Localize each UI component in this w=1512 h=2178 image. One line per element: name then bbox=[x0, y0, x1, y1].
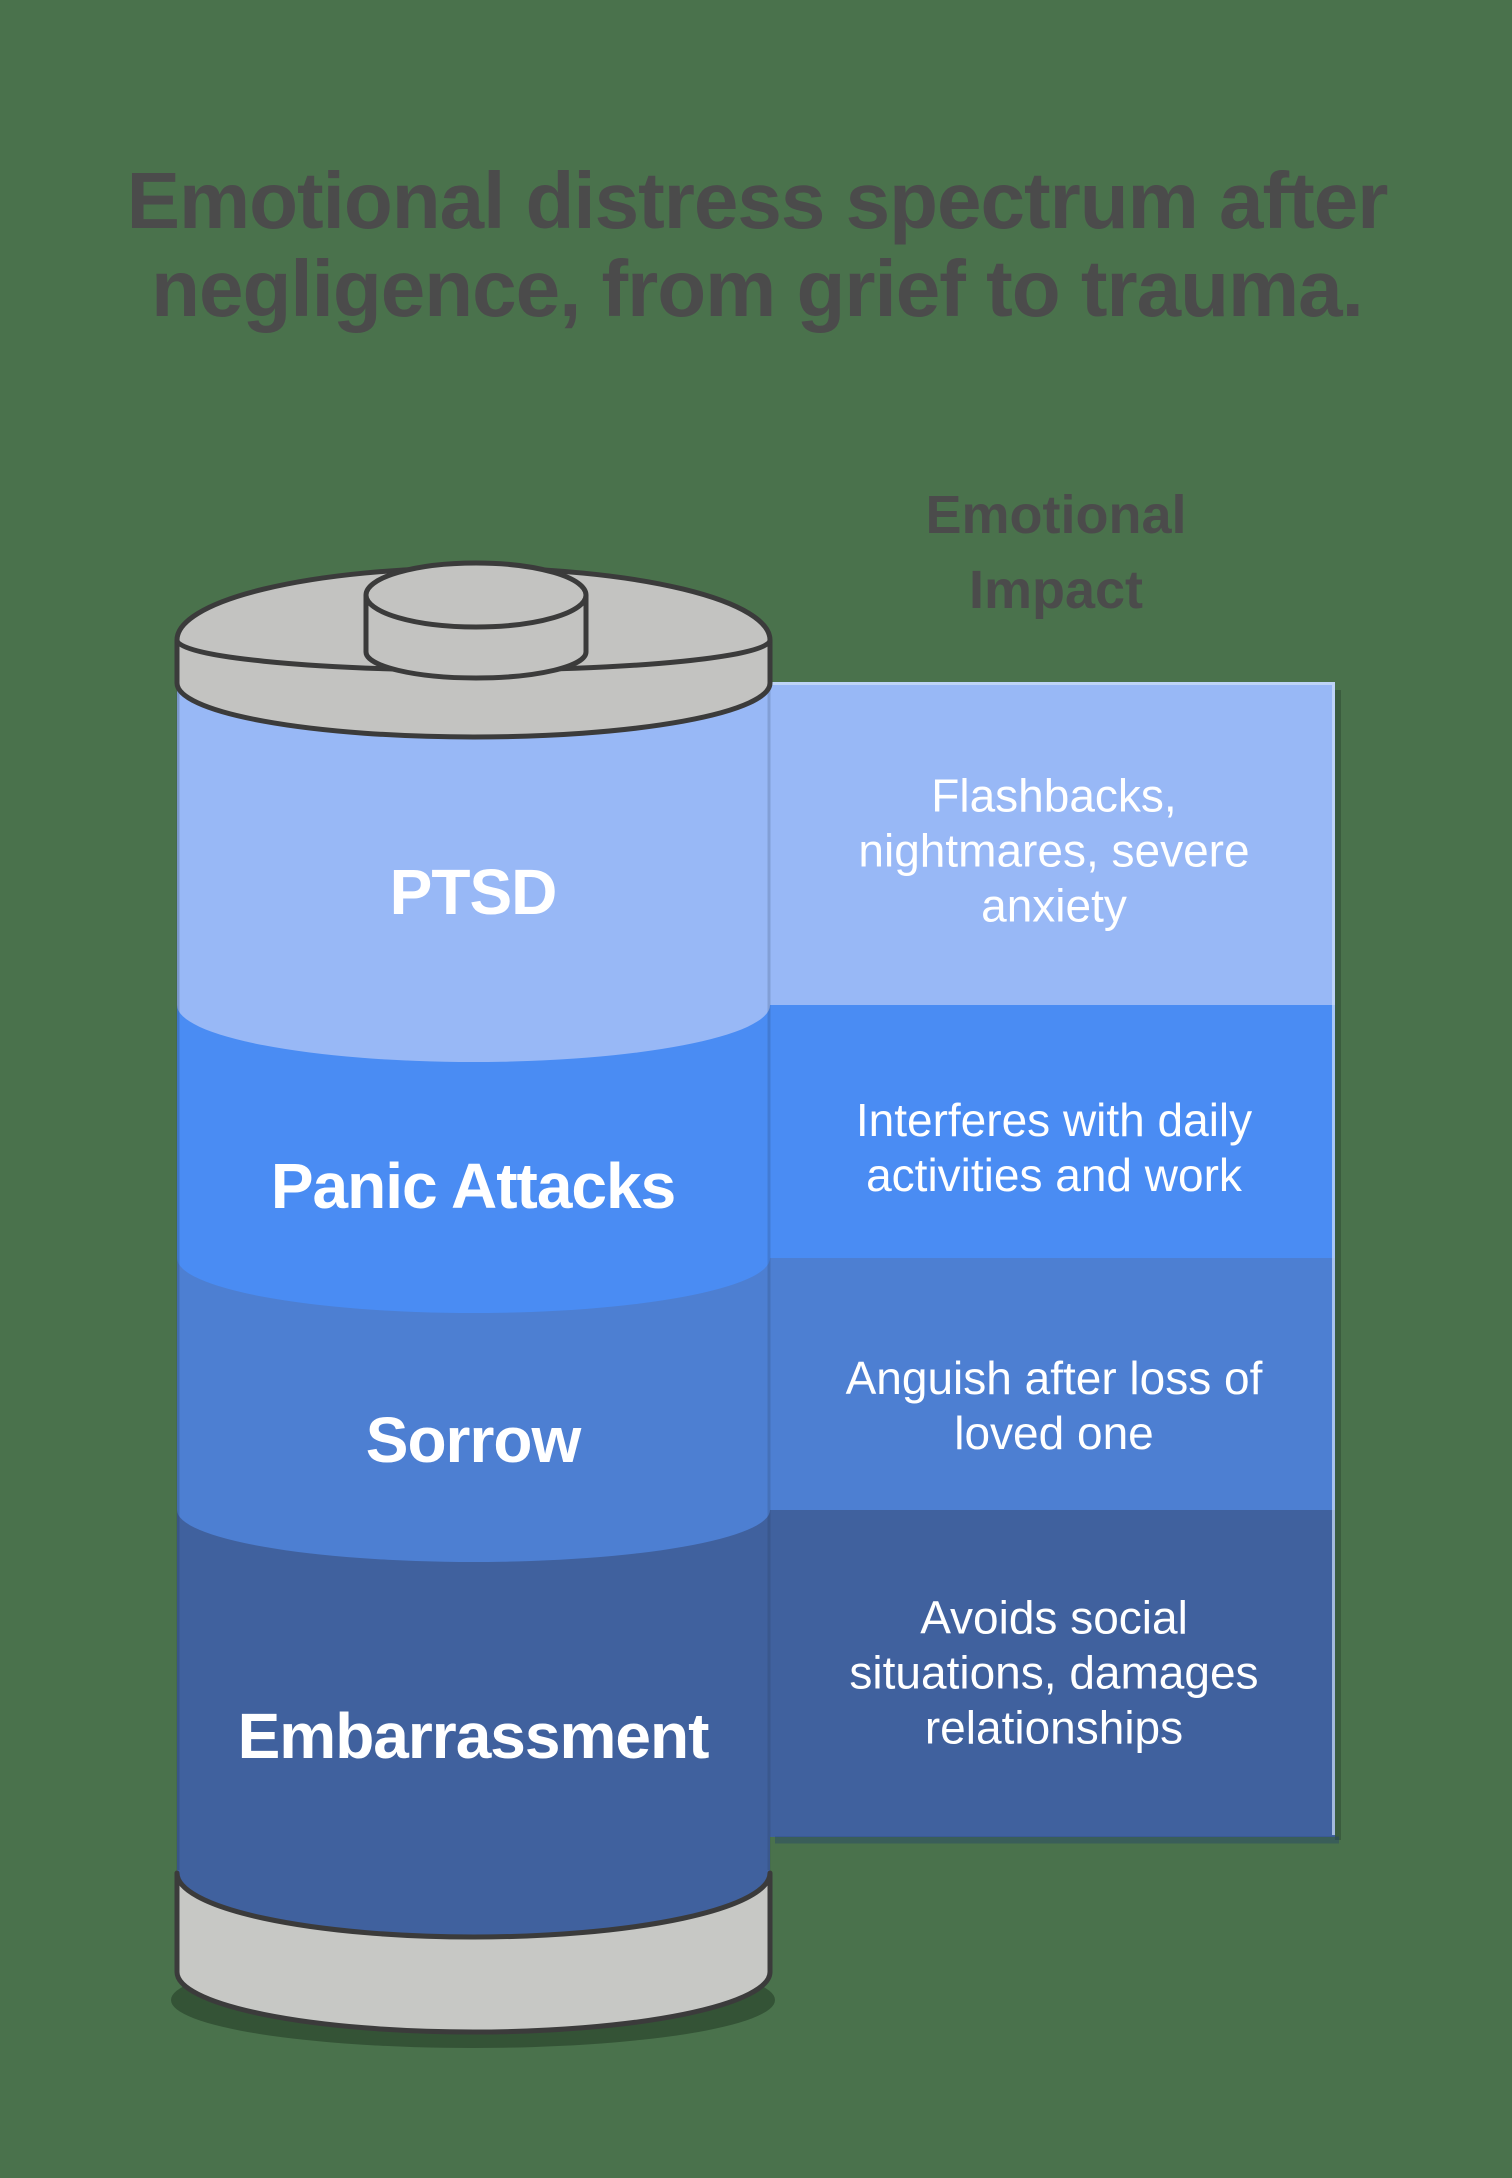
impact-text-sorrow: Anguish after loss of loved one bbox=[845, 1352, 1263, 1459]
impact-column-header: Emotional Impact bbox=[925, 485, 1187, 620]
panel-row-embarrassment bbox=[600, 1510, 1335, 1837]
segment-label-embarrassment: Embarrassment bbox=[237, 1700, 710, 1772]
battery-segment-ptsd bbox=[177, 683, 770, 1062]
segment-label-ptsd: PTSD bbox=[389, 856, 558, 928]
page-title: Emotional distress spectrum after neglig… bbox=[126, 156, 1389, 333]
battery-bottom-cap bbox=[174, 1870, 773, 2035]
panel-row-sorrow bbox=[600, 1258, 1335, 1510]
battery-terminal-rim-line bbox=[363, 594, 589, 630]
segment-label-panic-attacks: Panic Attacks bbox=[270, 1150, 676, 1222]
battery-terminal bbox=[363, 560, 589, 681]
battery-segment-panic-attacks bbox=[177, 1005, 770, 1313]
impact-text-ptsd: Flashbacks, nightmares, severe anxiety bbox=[858, 769, 1250, 932]
battery-segment-sorrow bbox=[177, 1258, 770, 1562]
panel-highlight-border bbox=[771, 682, 1335, 1835]
segment-label-sorrow: Sorrow bbox=[365, 1404, 581, 1476]
panel-row-ptsd bbox=[600, 682, 1335, 1005]
impact-text-panic-attacks: Interferes with daily activities and wor… bbox=[855, 1094, 1253, 1201]
panel-row-panic-attacks bbox=[600, 1005, 1335, 1258]
impact-text-embarrassment: Avoids social situations, damages relati… bbox=[849, 1591, 1259, 1754]
battery-segment-embarrassment bbox=[177, 1510, 770, 1937]
